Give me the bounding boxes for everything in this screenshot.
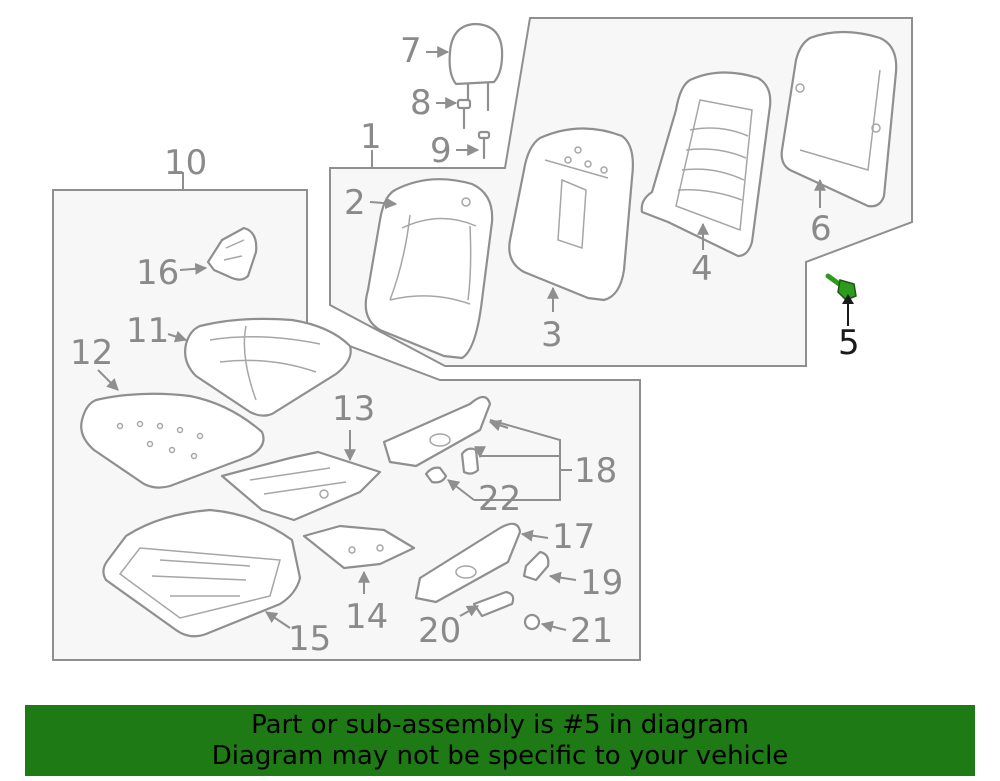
callout-5: 5	[838, 323, 860, 363]
callout-6: 6	[810, 209, 832, 249]
banner-disclaimer-line: Diagram may not be specific to your vehi…	[211, 741, 789, 771]
cushion-frame-part-15	[102, 508, 302, 638]
side-shield-part-18	[382, 395, 492, 468]
bolt-part-5	[825, 273, 857, 301]
seat-back-pad-part-3	[508, 127, 634, 302]
cushion-cover-part-11	[184, 317, 352, 417]
callout-12: 12	[70, 333, 113, 373]
clip-part-21	[523, 613, 541, 631]
callout-21: 21	[570, 611, 613, 651]
switch-part-19	[522, 550, 550, 582]
callout-20: 20	[418, 611, 461, 651]
callout-13: 13	[332, 389, 375, 429]
callout-11: 11	[126, 311, 169, 351]
callout-18: 18	[574, 451, 617, 491]
callout-3: 3	[541, 315, 563, 355]
callout-2: 2	[344, 183, 366, 223]
callout-19: 19	[580, 563, 623, 603]
cushion-pad-part-12	[80, 392, 265, 489]
side-shield-part-17	[414, 522, 522, 604]
bracket-part-16	[206, 226, 258, 281]
callout-15: 15	[288, 619, 331, 659]
seat-back-frame-part-4	[640, 71, 772, 258]
callout-7: 7	[400, 31, 422, 71]
guide-part-8	[456, 98, 472, 130]
plate-part-14	[302, 524, 416, 570]
callout-22: 22	[478, 479, 521, 519]
seat-parts-diagram: 7 8 9 1 2 3 4 6 5 10 16 11 12 13 18 22 1…	[52, 17, 913, 661]
callout-9: 9	[430, 131, 452, 171]
callout-8: 8	[410, 83, 432, 123]
leader-lines	[97, 46, 854, 633]
callout-1: 1	[360, 117, 382, 157]
seat-back-board-part-6	[780, 30, 898, 208]
heater-mat-part-13	[220, 450, 382, 522]
callout-10: 10	[164, 143, 207, 183]
banner-part-line: Part or sub-assembly is #5 in diagram	[251, 710, 749, 740]
callout-labels: 7 8 9 1 2 3 4 6 5 10 16 11 12 13 18 22 1…	[70, 31, 860, 659]
info-banner: Part or sub-assembly is #5 in diagram Di…	[25, 705, 975, 776]
callout-4: 4	[691, 249, 713, 289]
callout-14: 14	[345, 597, 388, 637]
lever-part-20	[472, 590, 515, 618]
pin-part-9	[477, 130, 491, 160]
headrest-part-7	[448, 22, 504, 112]
seat-back-cover-part-2	[364, 178, 494, 360]
callout-17: 17	[552, 517, 595, 557]
callout-16: 16	[136, 253, 179, 293]
